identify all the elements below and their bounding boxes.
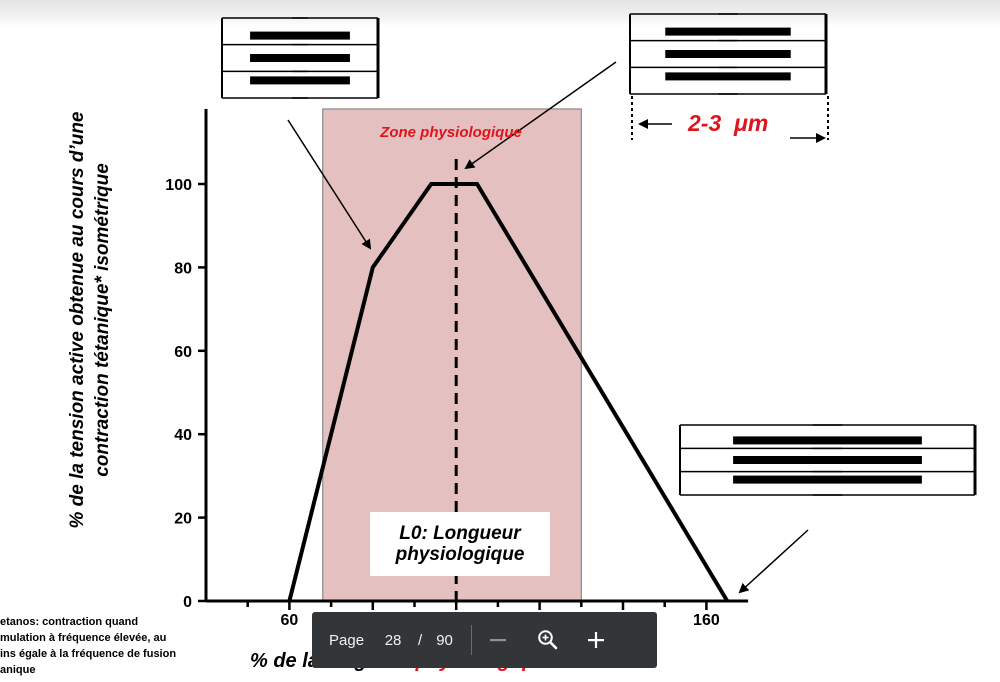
x-tick-label: 160: [693, 612, 720, 629]
myosin-filament: [665, 72, 791, 81]
y-axis-label-line2: contraction tétanique* isométrique: [92, 163, 113, 477]
pointer-arrows: [287, 61, 809, 594]
sarcomere-stretched: [679, 424, 977, 496]
y-tick-label: 20: [174, 511, 192, 528]
myosin-filament: [733, 436, 922, 445]
zoom-out-button[interactable]: [478, 620, 518, 660]
footnote-line: etanos: contraction quand: [0, 616, 139, 628]
x-tick-label: 60: [281, 612, 299, 629]
myosin-filament: [733, 475, 922, 484]
l0-label-line2: physiologique: [395, 544, 525, 565]
axes: [204, 108, 749, 603]
tension-curve: [287, 182, 729, 603]
zoom-in-button[interactable]: [576, 620, 616, 660]
y-tick-label: 80: [174, 260, 192, 277]
y-axis-label-line1: % de la tension active obtenue au cours …: [67, 111, 88, 529]
zoom-out-icon: [489, 639, 506, 642]
footnote-line: mulation à fréquence élevée, au: [0, 632, 167, 644]
footnote-line: anique: [0, 664, 36, 676]
fit-to-page-button[interactable]: [528, 620, 568, 660]
myosin-filament: [665, 50, 791, 58]
myosin-filament: [250, 54, 350, 62]
myosin-filament: [250, 31, 350, 40]
pointer-arrow: [464, 61, 617, 170]
y-tick-label: 60: [174, 344, 192, 361]
sarcomere-short: [221, 17, 380, 99]
y-axis-label: % de la tension active obtenue au cours …: [65, 60, 125, 580]
y-tick-label: 0: [183, 594, 192, 611]
y-tick-label: 40: [174, 427, 192, 444]
myosin-filament: [733, 456, 922, 464]
l0-label-box: L0: Longueur physiologique: [370, 512, 550, 576]
sarcomere-length-value: 2-3: [688, 110, 722, 136]
sarcomere-diagrams: [221, 13, 977, 496]
sarcomere-length-label: 2-3 μm: [688, 110, 768, 137]
page-separator: /: [418, 631, 423, 649]
myosin-filament: [665, 27, 791, 36]
pointer-arrow: [287, 119, 372, 250]
page-navigation-toolbar: Page 28 / 90: [312, 612, 657, 668]
total-pages: 90: [436, 631, 453, 649]
current-page-input[interactable]: 28: [384, 631, 402, 649]
footnote: etanos: contraction quand mulation à fré…: [0, 614, 240, 678]
fit-to-page-icon: [538, 630, 558, 650]
footnote-line: ins égale à la fréquence de fusion: [0, 648, 177, 660]
page-word: Page: [329, 631, 365, 649]
toolbar-divider: [470, 625, 472, 655]
zone-label: Zone physiologique: [380, 124, 522, 141]
pointer-arrow: [738, 529, 809, 594]
y-tick-label: 100: [165, 177, 192, 194]
viewer-top-bar: [0, 0, 1000, 26]
sarcomere-optimal: [629, 13, 828, 95]
zoom-in-icon: [587, 632, 604, 648]
sarcomere-length-unit: μm: [734, 110, 769, 136]
l0-label-line1: L0: Longueur: [399, 523, 521, 544]
myosin-filament: [250, 76, 350, 85]
